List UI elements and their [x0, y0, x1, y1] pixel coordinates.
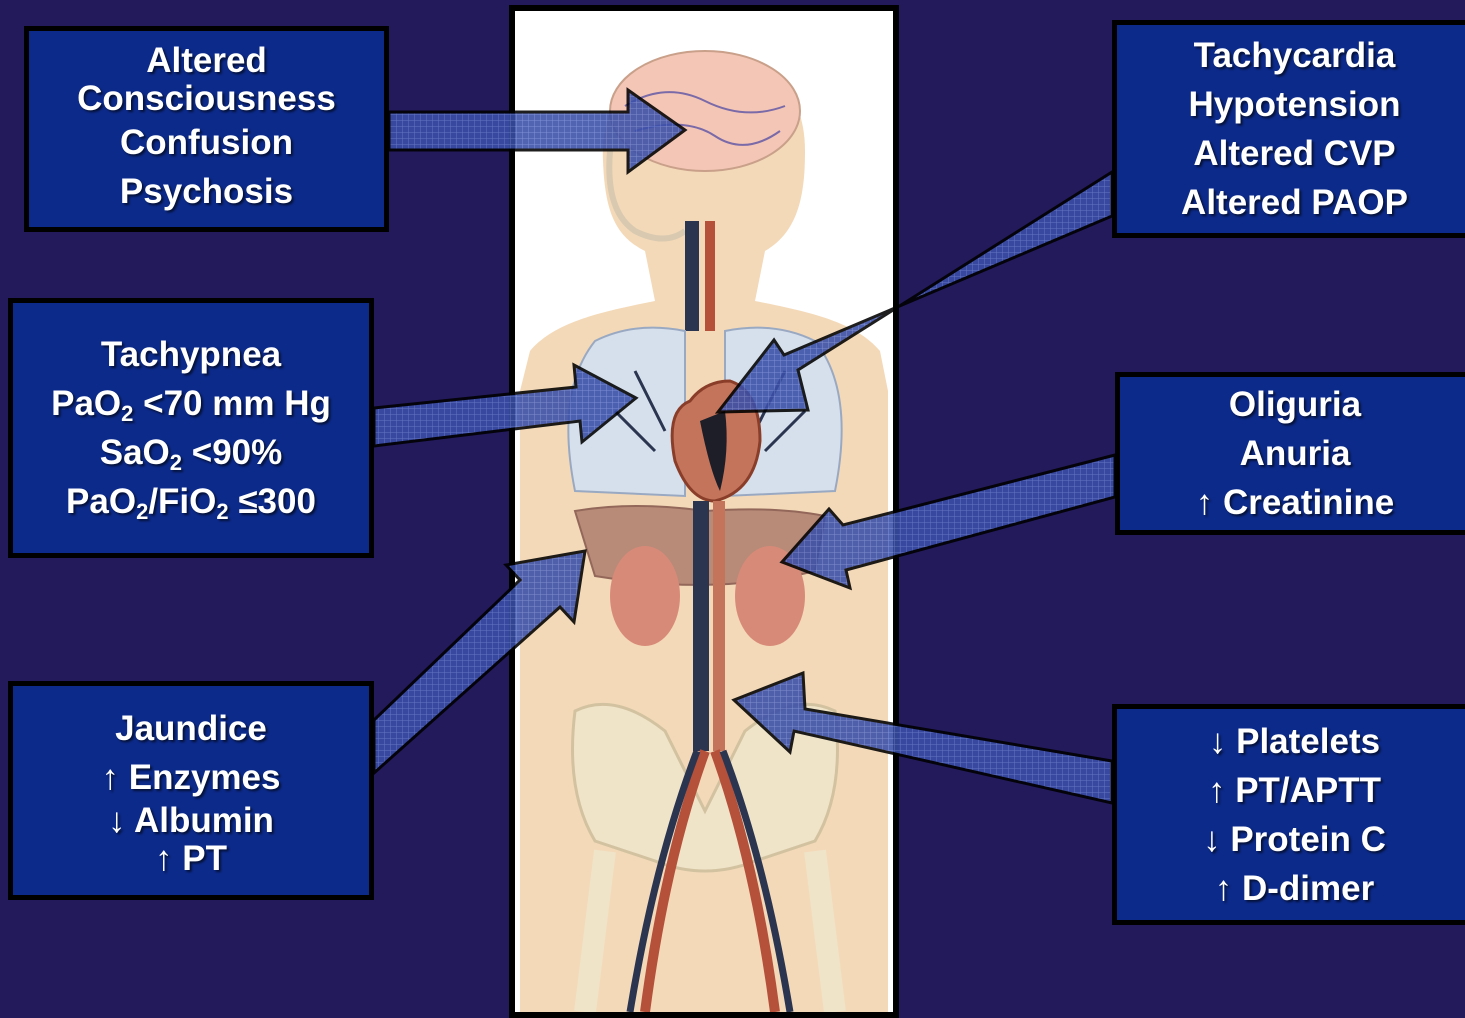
arrow-to-liver	[374, 551, 585, 773]
arrow-to-pelvic-vessels	[734, 673, 1112, 803]
arrow-to-lungs	[374, 365, 636, 446]
arrow-to-heart	[718, 172, 1112, 412]
arrow-to-brain	[389, 90, 685, 172]
arrow-to-kidneys	[782, 455, 1115, 588]
